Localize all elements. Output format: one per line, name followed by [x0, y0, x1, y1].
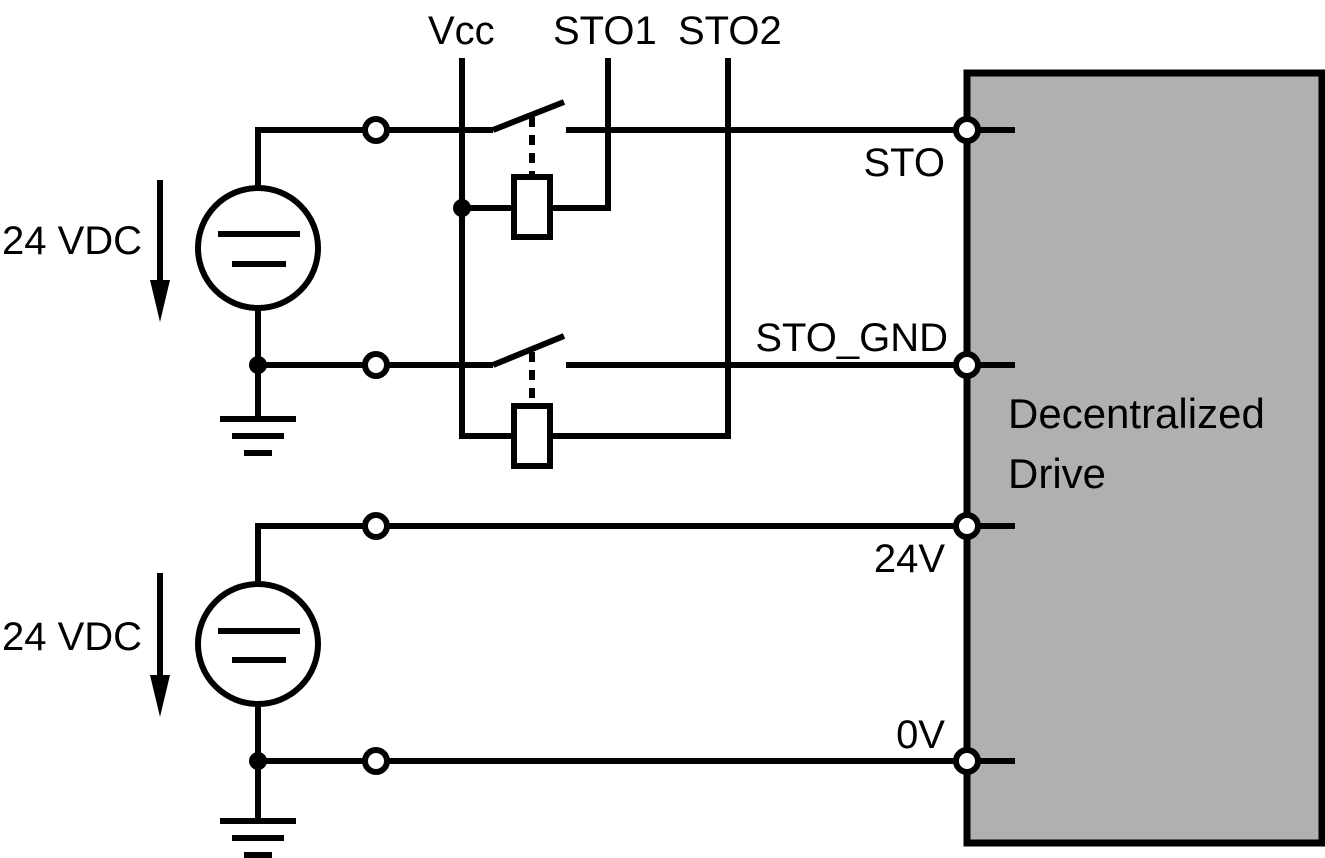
terminal-drive-24v	[953, 512, 981, 540]
drive-name-line1: Decentralized	[1008, 390, 1265, 437]
drive-name-line2: Drive	[1008, 450, 1106, 497]
sto2-relay-coil	[511, 403, 553, 469]
sto2-label: STO2	[678, 9, 782, 53]
terminal-left-24v	[362, 512, 390, 540]
source-top-voltage-label: 24 VDC	[2, 219, 142, 263]
terminal-drive-sto	[953, 116, 981, 144]
sto1-relay-coil	[511, 174, 553, 240]
voltage-arrow-icon	[150, 573, 170, 717]
terminal-left-sto-gnd	[362, 351, 390, 379]
ground-icon	[220, 818, 296, 858]
sto1-label: STO1	[553, 9, 657, 53]
terminal-label-0v: 0V	[896, 713, 945, 757]
sto-source-symbol	[195, 185, 321, 311]
terminal-label-sto-gnd: STO_GND	[755, 316, 948, 360]
source-bottom-voltage-label: 24 VDC	[2, 615, 142, 659]
sto-source-gnd-junction	[249, 356, 267, 374]
ground-icon	[220, 416, 296, 456]
sto1-contact-blade	[491, 99, 566, 133]
decentralized-drive-box	[963, 69, 1325, 847]
voltage-arrow-icon	[150, 180, 170, 322]
vcc-label: Vcc	[428, 9, 495, 53]
terminal-drive-sto-gnd	[953, 351, 981, 379]
terminal-drive-0v	[953, 747, 981, 775]
terminal-label-sto: STO	[863, 141, 945, 185]
terminal-left-0v	[362, 747, 390, 775]
vcc-junction	[453, 199, 471, 217]
supply-source-top-wire	[255, 523, 1015, 584]
sto-source-top-wire	[255, 127, 376, 190]
terminal-label-24v: 24V	[874, 537, 945, 581]
terminal-left-sto	[362, 116, 390, 144]
sto2-contact-blade	[491, 333, 566, 368]
supply-source-symbol	[195, 581, 321, 707]
supply-gnd-junction	[249, 752, 267, 770]
